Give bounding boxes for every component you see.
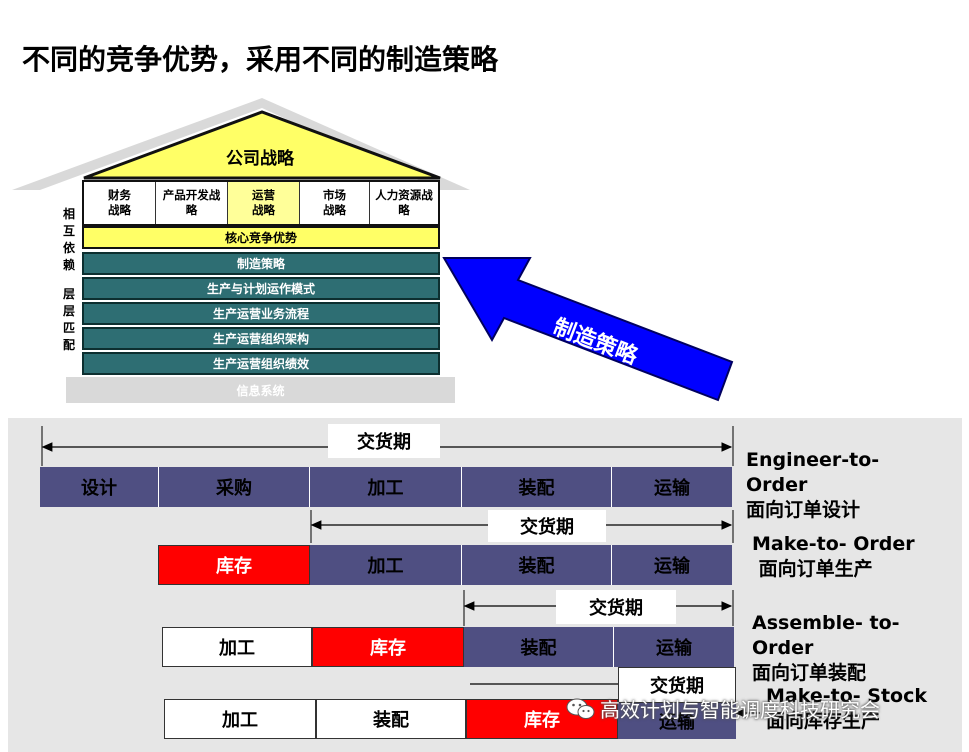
segment-ato-machining: 加工: [162, 627, 312, 667]
layer-business-process: 生产运营业务流程: [82, 302, 440, 325]
label-ato: Assemble- to- Order 面向订单装配: [752, 612, 900, 684]
label-eto: Engineer-to- Order 面向订单设计: [746, 449, 880, 521]
segment-mts-inventory: 库存: [466, 699, 618, 739]
segment-mto-assembly: 装配: [462, 545, 612, 585]
segment-ato-shipping: 运输: [614, 627, 734, 667]
lead-time-label-eto: 交货期: [328, 424, 440, 458]
strategy-market: 市场 战略: [300, 182, 370, 224]
label-mts: Make-to- Stock 面向库存生产: [766, 685, 927, 732]
strategy-finance: 财务 战略: [84, 182, 156, 224]
segment-eto-design: 设计: [40, 467, 159, 507]
lead-time-label-ato: 交货期: [556, 590, 676, 624]
segment-ato-inventory: 库存: [312, 627, 464, 667]
roof-label: 公司战略: [226, 149, 294, 169]
strategy-hr: 人力资源战 略: [375, 188, 433, 217]
segment-mts-assembly: 装配: [316, 699, 466, 739]
watermark: 高效计划与智能调度科技研究会: [566, 694, 880, 723]
segment-ato-assembly: 装配: [464, 627, 614, 667]
segment-mto-shipping: 运输: [612, 545, 732, 585]
strategy-operations: 运营 战略: [228, 182, 300, 224]
foundation-info-system: 信息系统: [66, 377, 455, 403]
segment-mto-inventory: 库存: [158, 545, 310, 585]
segment-eto-purchase: 采购: [159, 467, 310, 507]
strategy-product: 产品开发战 略: [156, 182, 228, 224]
core-advantage: 核心竞争优势: [82, 226, 440, 249]
side-text-interdependent: 相 互 依 赖: [62, 207, 75, 272]
layer-performance: 生产运营组织绩效: [82, 352, 440, 375]
strategy-row: 财务 战略 产品开发战 略 运营 战略 市场 战略 人力资源战 略: [82, 180, 440, 226]
roof-triangle: [83, 110, 441, 180]
segment-eto-assembly: 装配: [462, 467, 612, 507]
wechat-icon: [566, 698, 595, 719]
arrow-shape: [442, 257, 734, 402]
side-text-matching: 层 层 匹 配: [62, 287, 75, 352]
segment-mto-machining: 加工: [310, 545, 462, 585]
lead-time-label-mts: 交货期: [618, 667, 736, 703]
page-title: 不同的竞争优势，采用不同的制造策略: [22, 43, 499, 76]
layer-planning-mode: 生产与计划运作模式: [82, 277, 440, 300]
segment-mts-shipping: 运输: [618, 703, 736, 739]
segment-eto-shipping: 运输: [612, 467, 732, 507]
segment-mts-machining: 加工: [164, 699, 316, 739]
strategy-arrow: [442, 257, 734, 402]
label-mto: Make-to- Order 面向订单生产: [752, 533, 915, 580]
segment-eto-machining: 加工: [310, 467, 462, 507]
lead-time-label-mto: 交货期: [488, 510, 606, 542]
layer-organization: 生产运营组织架构: [82, 327, 440, 350]
watermark-text: 高效计划与智能调度科技研究会: [600, 698, 880, 722]
layer-manufacturing-strategy: 制造策略: [82, 252, 440, 275]
